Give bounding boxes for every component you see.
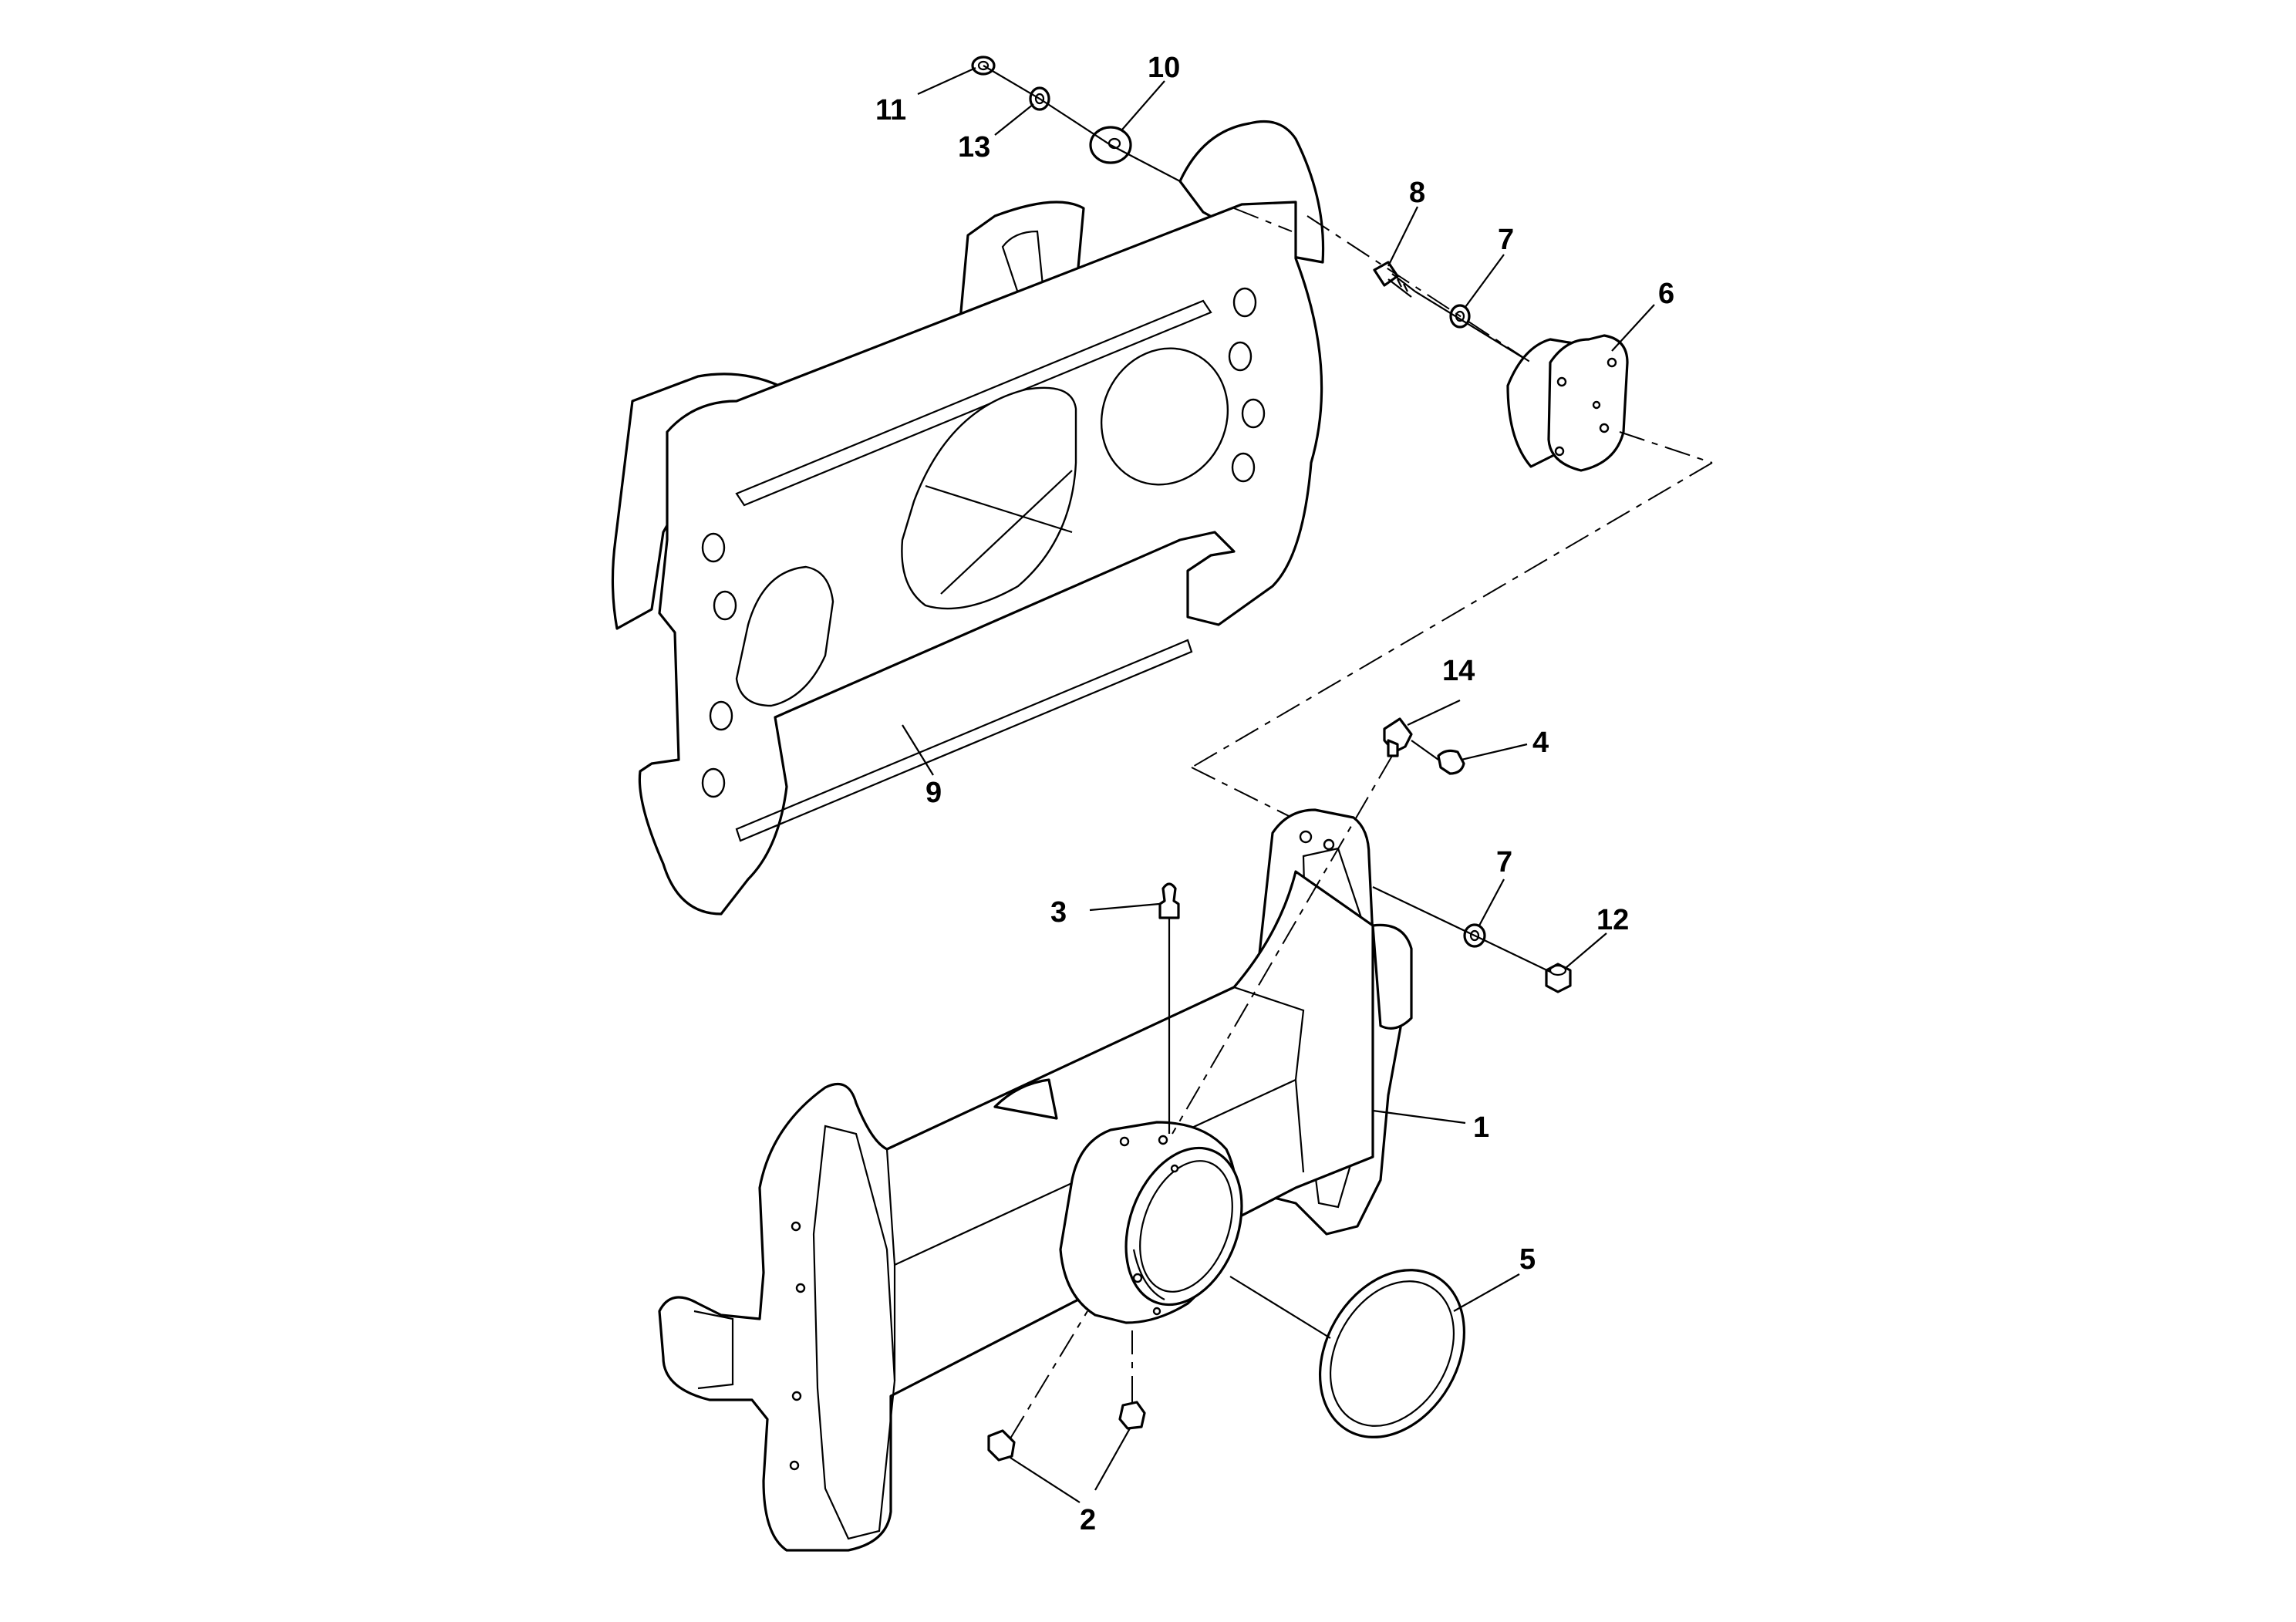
- callout-12: 12: [1596, 904, 1629, 936]
- callout-1: 1: [1473, 1111, 1489, 1144]
- grease-nipple-item-3: [1158, 882, 1180, 919]
- plug-item-2-left: [987, 1429, 1016, 1462]
- callout-14: 14: [1442, 655, 1475, 687]
- cover-plate-item-6: [1506, 334, 1629, 472]
- cap-item-4: [1437, 749, 1465, 775]
- callout-5: 5: [1519, 1243, 1536, 1276]
- frame-body: [658, 808, 1413, 1552]
- callout-8: 8: [1409, 177, 1425, 209]
- callout-10: 10: [1148, 52, 1180, 84]
- callout-7-upper: 7: [1498, 224, 1514, 256]
- mounting-plate: [611, 120, 1325, 916]
- callout-4: 4: [1532, 727, 1549, 759]
- callout-3: 3: [1050, 896, 1067, 929]
- callout-9: 9: [925, 777, 942, 809]
- callout-2: 2: [1080, 1504, 1096, 1536]
- callout-11: 11: [875, 94, 906, 126]
- washer-item-7-lower: [1463, 923, 1486, 948]
- leader-lines: [902, 66, 1655, 1503]
- elbow-fitting-item-14: [1383, 717, 1413, 757]
- callout-13: 13: [958, 131, 990, 164]
- callout-6: 6: [1658, 278, 1674, 310]
- callout-7-lower: 7: [1496, 846, 1512, 878]
- callout-labels: 1 2 3 4 5 6 7 7 8 9 10 11 12 13 14: [875, 52, 1674, 1536]
- nut-item-12: [1545, 963, 1572, 993]
- seal-ring-item-5: [1318, 1269, 1466, 1438]
- plug-item-2-right: [1118, 1401, 1146, 1430]
- bolt-item-8: [1373, 261, 1416, 298]
